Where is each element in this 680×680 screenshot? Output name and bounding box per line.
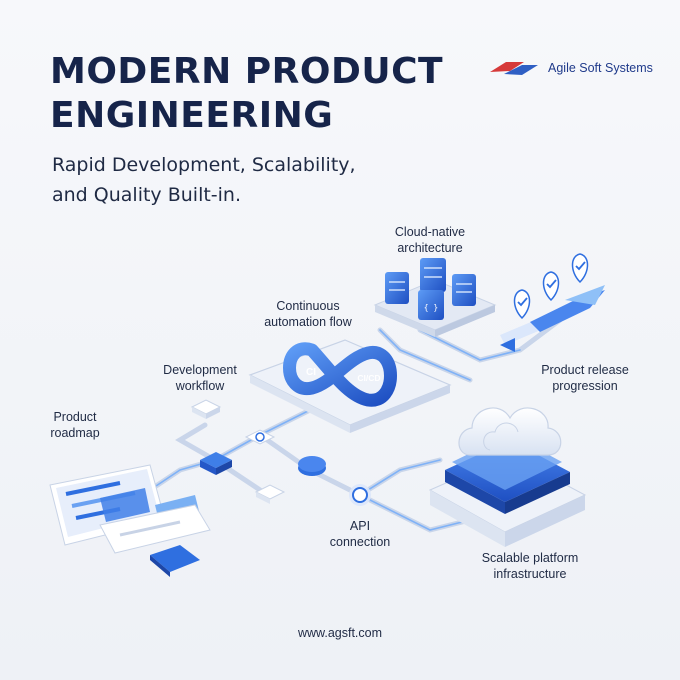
title-line-2: ENGINEERING: [50, 95, 334, 136]
workflow-hub-node: [200, 452, 232, 475]
scalable-platform: [428, 407, 587, 547]
checkpoint-pin-icon: [513, 289, 531, 320]
workflow-node: [190, 399, 222, 419]
label-cloud-native: Cloud-native architecture: [394, 225, 466, 255]
arrow-marker-icon: [500, 338, 515, 352]
workflow-node: [244, 429, 276, 445]
cloud-icon: [458, 407, 562, 456]
development-workflow-nodes: [190, 399, 326, 504]
label-continuous-automation: Continuous automation flow: [264, 299, 352, 329]
code-server-icon: { }: [418, 290, 444, 320]
label-product-roadmap: Product roadmap: [50, 410, 100, 440]
brand-logo: Agile Soft Systems: [488, 56, 658, 80]
label-scalable-platform: Scalable platform infrastructure: [481, 551, 579, 581]
title-line-1: MODERN PRODUCT: [50, 51, 444, 92]
cloud-native-servers: { }: [373, 258, 497, 337]
checkpoint-pin-icon: [571, 253, 589, 284]
workflow-node: [298, 456, 326, 476]
brand-name: Agile Soft Systems: [548, 61, 653, 75]
label-api-connection: API connection: [329, 519, 391, 549]
ci-label: CI: [306, 367, 316, 378]
subtitle-line-1: Rapid Development, Scalability,: [52, 154, 356, 176]
page-subtitle: Rapid Development, Scalability, and Qual…: [52, 150, 356, 210]
label-development-workflow: Development workflow: [163, 363, 237, 393]
api-connection-node: [349, 484, 371, 506]
product-roadmap-dashboard: [49, 464, 211, 577]
checkpoint-pin-icon: [542, 271, 560, 302]
server-icon: [385, 272, 409, 304]
label-product-release: Product release progression: [541, 363, 629, 393]
automation-loop: CI CI/CD: [248, 339, 452, 433]
server-icon: [452, 274, 476, 306]
server-icon: [420, 258, 446, 292]
infinity-loop-icon: CI CI/CD: [283, 342, 397, 407]
subtitle-line-2: and Quality Built-in.: [52, 184, 242, 206]
brand-mark-icon: [490, 62, 538, 75]
page-title: MODERN PRODUCT ENGINEERING: [50, 50, 443, 138]
workflow-node: [254, 484, 286, 504]
product-release-progression: [500, 253, 605, 352]
server-code-glyph: { }: [424, 303, 438, 312]
cicd-label: CI/CD: [357, 373, 380, 383]
footer-url[interactable]: www.agsft.com: [297, 626, 383, 640]
